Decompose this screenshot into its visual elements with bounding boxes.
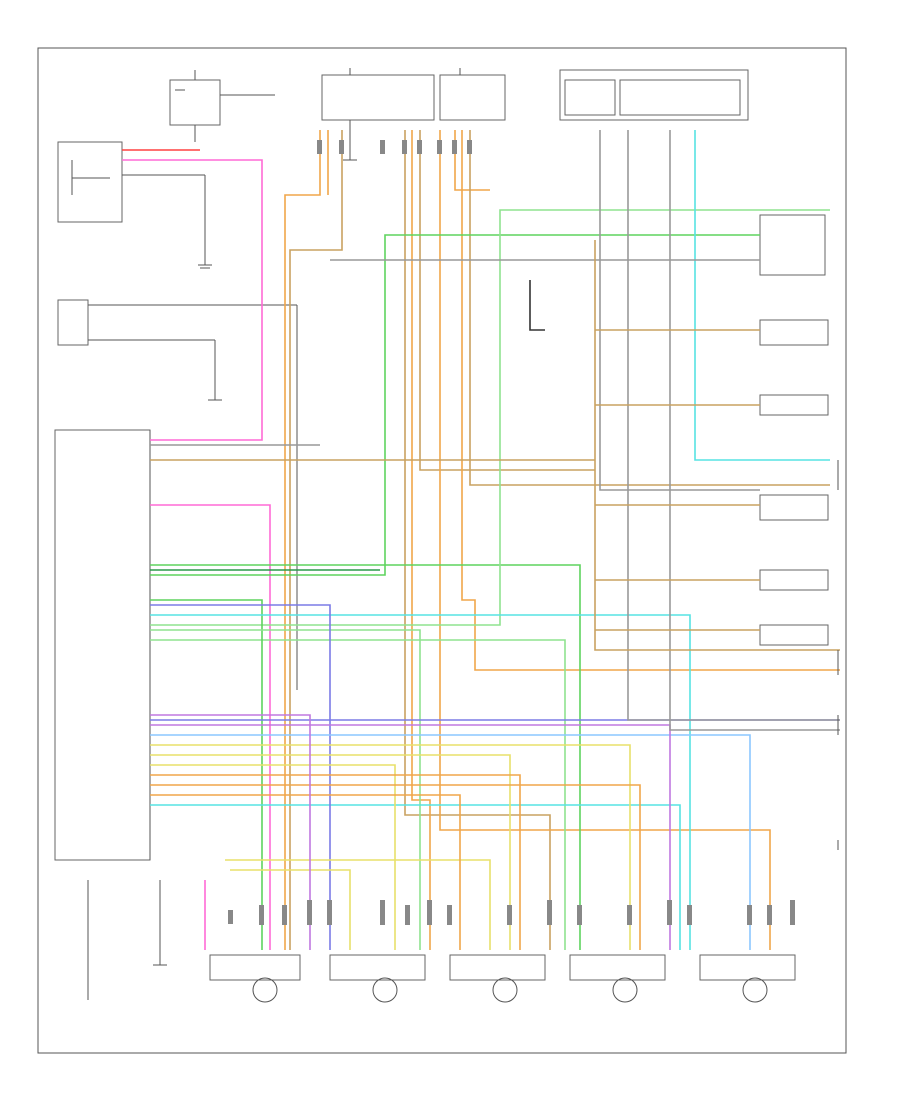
mode-door-actuator — [449, 954, 546, 1003]
diagram-frame — [37, 47, 847, 1054]
wire-orange-9 — [150, 794, 461, 950]
recirculation-actuator — [209, 954, 301, 1003]
connectors-bottom — [228, 900, 795, 925]
wire-tan-2 — [404, 130, 551, 950]
wire-green-6 — [150, 629, 421, 950]
wire-pink-2 — [150, 504, 271, 950]
hvac-control-module — [54, 429, 151, 861]
coolant-switch — [57, 299, 298, 690]
wire-tan-6 — [594, 240, 840, 651]
wire-gray-2 — [627, 130, 840, 721]
wire-blue-1 — [150, 604, 331, 950]
fuse-block-mid-1 — [321, 68, 435, 121]
wire-orange-8 — [150, 784, 641, 950]
wire-green-2 — [150, 234, 760, 576]
defroster-door-actuator — [329, 954, 426, 1003]
wire-orange-7 — [150, 774, 521, 950]
wire-tan-1 — [289, 130, 343, 950]
passenger-temp-actuator — [699, 954, 796, 1003]
power-distribution — [559, 69, 749, 121]
fuse-block-left — [169, 70, 275, 126]
wire-violet-1 — [150, 714, 311, 950]
blower-relay — [57, 141, 212, 269]
fuse-block-mid-2 — [439, 68, 506, 121]
wire-orange-4 — [439, 130, 771, 950]
wire-orange-6 — [461, 130, 840, 671]
air-temp-door-actuator — [569, 954, 666, 1003]
wire-orange-3 — [411, 130, 431, 950]
wire-green-1 — [150, 564, 581, 950]
connectors-top — [317, 140, 472, 154]
wire-green-4 — [150, 209, 830, 626]
wire-cyan-3 — [694, 130, 830, 461]
wire-pink-1 — [122, 159, 263, 441]
wire-green-5 — [150, 599, 263, 950]
ambient-sensor — [87, 880, 167, 1000]
wire-blue-3 — [150, 734, 751, 950]
wire-black-1 — [529, 280, 545, 331]
wire-green-3 — [150, 639, 566, 950]
wire-tan-4 — [469, 130, 830, 486]
ground-symbols — [194, 120, 357, 161]
wire-yellow-5 — [230, 869, 351, 950]
wire-tan-3 — [419, 130, 595, 471]
wire-yellow-2 — [150, 754, 511, 950]
wire-yellow-3 — [150, 764, 396, 950]
wire-cyan-2 — [150, 804, 681, 950]
temperature-sensors — [759, 214, 829, 646]
wire-gray-1 — [599, 130, 760, 491]
wire-orange-5 — [454, 130, 490, 191]
wire-yellow-4 — [225, 859, 491, 950]
wire-orange-1 — [284, 130, 321, 950]
